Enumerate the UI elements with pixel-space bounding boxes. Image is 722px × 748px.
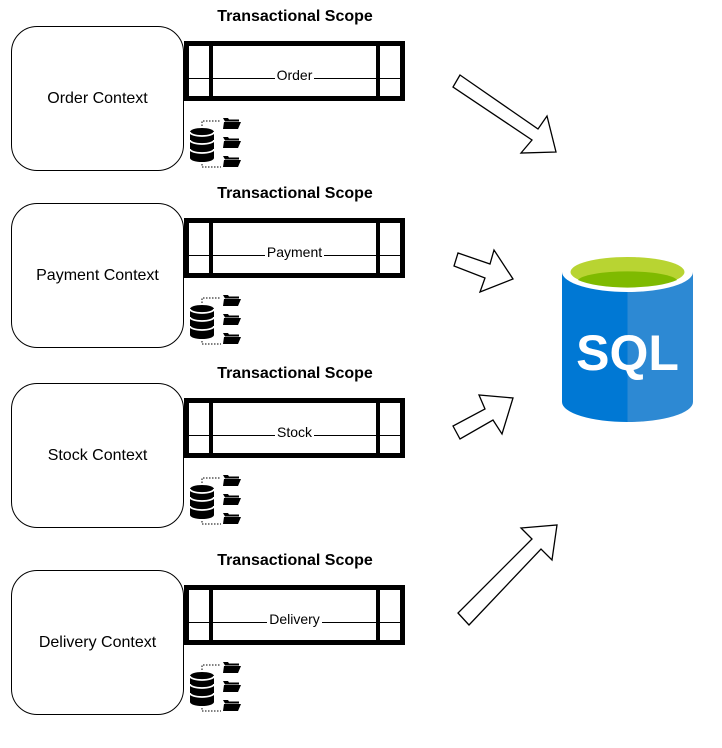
link-line-bottom (201, 708, 221, 712)
context-box: Payment Context (11, 203, 184, 348)
folder-icon (223, 700, 241, 711)
transaction-end-marker (376, 46, 380, 96)
link-line-bottom (201, 341, 221, 345)
link-line-top (201, 297, 221, 303)
storage-group (189, 662, 241, 712)
transaction-bar: Delivery (184, 585, 405, 645)
folder-icon (223, 314, 241, 325)
context-label: Payment Context (36, 266, 159, 284)
transaction-begin-marker (209, 46, 213, 96)
context-box: Order Context (11, 26, 184, 171)
transaction-name: Stock (274, 424, 314, 440)
sql-label: SQL (576, 325, 679, 381)
link-line-bottom (201, 164, 221, 168)
context-label: Order Context (47, 89, 148, 107)
transaction-bar: Payment (184, 218, 405, 278)
transaction-name: Payment (264, 244, 325, 260)
database-icon (189, 485, 215, 519)
storage-group (189, 118, 241, 168)
transaction-begin-marker (209, 403, 213, 453)
folder-icon (223, 295, 241, 306)
transaction-end-marker (376, 223, 380, 273)
context-label: Delivery Context (38, 633, 157, 651)
transaction-begin-marker (209, 223, 213, 273)
transactional-scope-label: Transactional Scope (217, 552, 373, 569)
block-arrow-icon (452, 394, 514, 440)
bounded-context-delivery: Delivery Context Transactional Scope Del… (0, 552, 420, 745)
block-arrow-icon (452, 74, 557, 154)
block-arrow-icon (453, 248, 514, 294)
folder-icon (223, 681, 241, 692)
transaction-begin-marker (209, 590, 213, 640)
transaction-name: Order (274, 67, 315, 83)
transaction-bar: Order (184, 41, 405, 101)
link-line-top (201, 120, 221, 126)
bounded-context-stock: Stock Context Transactional Scope Stock (0, 365, 420, 558)
folder-icon (223, 137, 241, 148)
folder-icon (223, 156, 241, 167)
database-icon (189, 128, 215, 162)
transactional-scope-label: Transactional Scope (217, 365, 373, 382)
folder-icon (223, 494, 241, 505)
bounded-context-payment: Payment Context Transactional Scope Paym… (0, 185, 420, 378)
context-label: Stock Context (47, 446, 148, 464)
folder-icon (223, 118, 241, 129)
transaction-end-marker (376, 590, 380, 640)
database-icon (189, 305, 215, 339)
storage-group (189, 475, 241, 525)
sql-database-icon: SQL (562, 252, 693, 422)
link-line-bottom (201, 521, 221, 525)
transaction-end-marker (376, 403, 380, 453)
block-arrow-icon (457, 524, 558, 626)
folder-icon (223, 513, 241, 524)
database-icon (189, 672, 215, 706)
transactional-scope-label: Transactional Scope (217, 8, 373, 25)
transaction-bar: Stock (184, 398, 405, 458)
folder-icon (223, 662, 241, 673)
folder-icon (223, 333, 241, 344)
storage-group (189, 295, 241, 345)
context-box: Delivery Context (11, 570, 184, 715)
transactional-scope-label: Transactional Scope (217, 185, 373, 202)
folder-icon (223, 475, 241, 486)
transaction-name: Delivery (267, 611, 322, 627)
context-box: Stock Context (11, 383, 184, 528)
link-line-top (201, 477, 221, 483)
bounded-context-order: Order Context Transactional Scope Order (0, 8, 420, 201)
link-line-top (201, 664, 221, 670)
